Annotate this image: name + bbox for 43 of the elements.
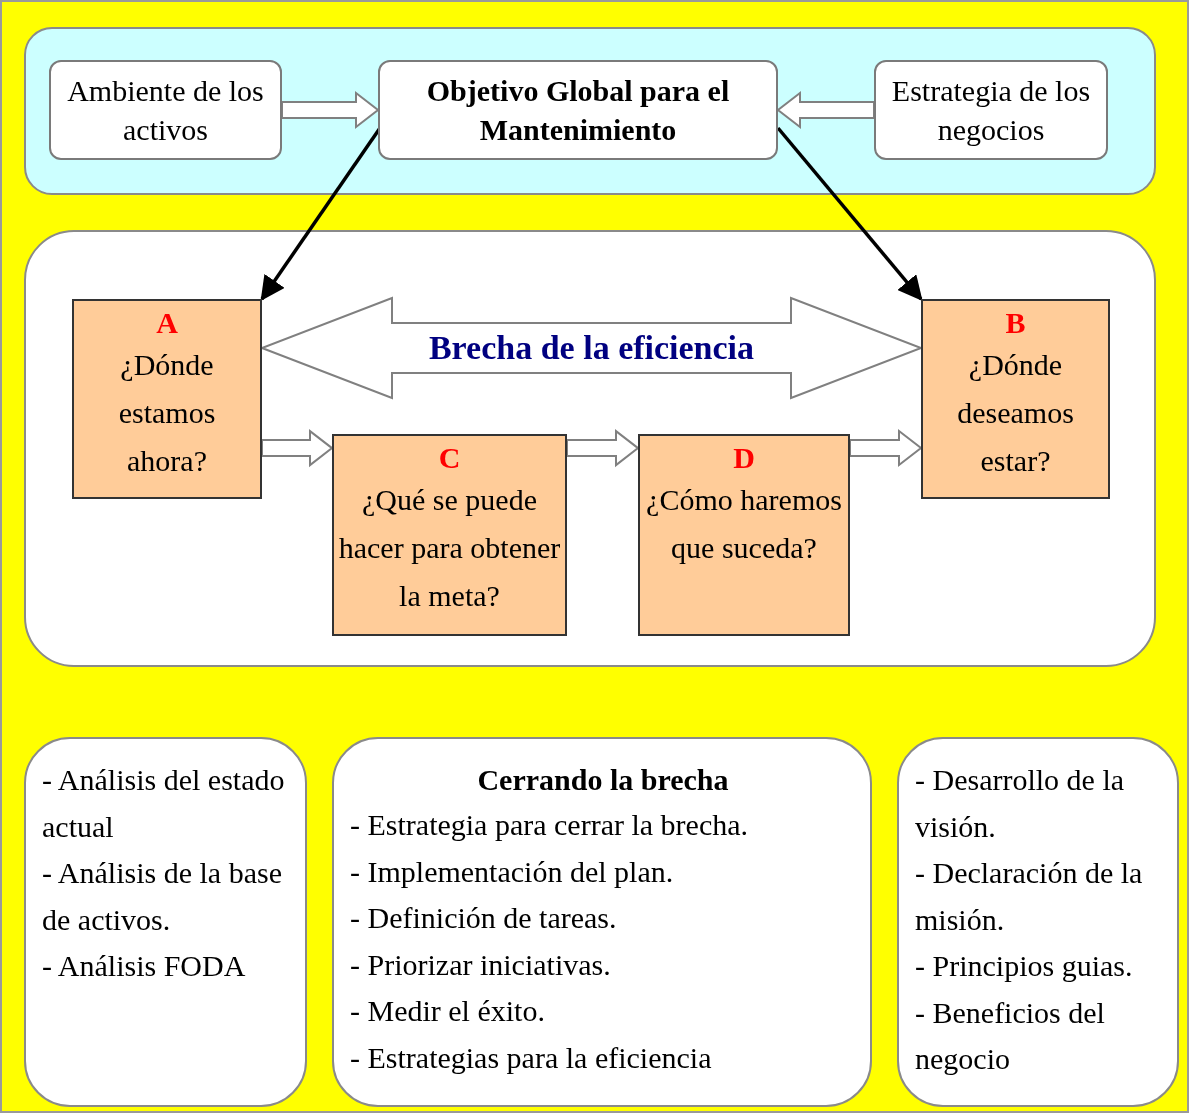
step-letter: C bbox=[438, 440, 461, 476]
list-item: - Definición de tareas. bbox=[350, 900, 618, 936]
list-item: - Análisis del estado actual bbox=[42, 762, 286, 845]
question-box bbox=[72, 299, 262, 499]
panel-background bbox=[24, 230, 1156, 667]
box-label: Ambiente de los activos bbox=[66, 73, 265, 148]
step-letter: B bbox=[1005, 305, 1026, 341]
list-item: - Desarrollo de la visión. bbox=[915, 762, 1126, 845]
question-box bbox=[638, 434, 850, 636]
block-arrow bbox=[776, 90, 875, 130]
step-letter: D bbox=[733, 440, 755, 476]
question-text: ¿Dónde estamos ahora? bbox=[117, 347, 217, 479]
box-label: Objetivo Global para el Mantenimiento bbox=[425, 73, 731, 148]
arrow bbox=[776, 126, 923, 301]
list-box bbox=[897, 737, 1179, 1107]
list-item: - Análisis de la base de activos. bbox=[42, 855, 283, 938]
list-box bbox=[332, 737, 872, 1107]
question-box bbox=[332, 434, 567, 636]
block-arrow bbox=[849, 428, 923, 468]
question-text: ¿Qué se puede hacer para obtener la meta? bbox=[338, 482, 561, 614]
step-letter: A bbox=[156, 305, 178, 341]
list-item: - Medir el éxito. bbox=[350, 993, 546, 1029]
block-arrow bbox=[566, 429, 640, 468]
list-item: - Declaración de la misión. bbox=[915, 855, 1144, 938]
process-box bbox=[874, 60, 1108, 160]
list-item: - Beneficios del negocio bbox=[915, 994, 1106, 1077]
question-text: ¿Dónde deseamos estar? bbox=[956, 347, 1075, 479]
block-arrow bbox=[281, 90, 380, 130]
block-arrow bbox=[261, 429, 334, 468]
box-label: Estrategia de los negocios bbox=[890, 73, 1092, 148]
list-item: - Principios guias. bbox=[915, 948, 1134, 984]
process-box bbox=[49, 60, 282, 160]
question-text: ¿Cómo haremos que suceda? bbox=[645, 482, 843, 566]
process-box bbox=[378, 60, 778, 160]
list-item: - Priorizar iniciativas. bbox=[350, 946, 612, 983]
list-item: - Análisis FODA bbox=[42, 948, 247, 984]
list-title: Cerrando la brecha bbox=[476, 762, 730, 798]
list-box bbox=[24, 737, 307, 1107]
list-item: - Implementación del plan. bbox=[350, 853, 675, 890]
list-item: - Estrategia para cerrar la brecha. bbox=[350, 807, 750, 843]
question-box bbox=[921, 299, 1110, 499]
header-band bbox=[24, 27, 1156, 195]
list-item: - Estrategias para la eficiencia bbox=[350, 1039, 713, 1076]
